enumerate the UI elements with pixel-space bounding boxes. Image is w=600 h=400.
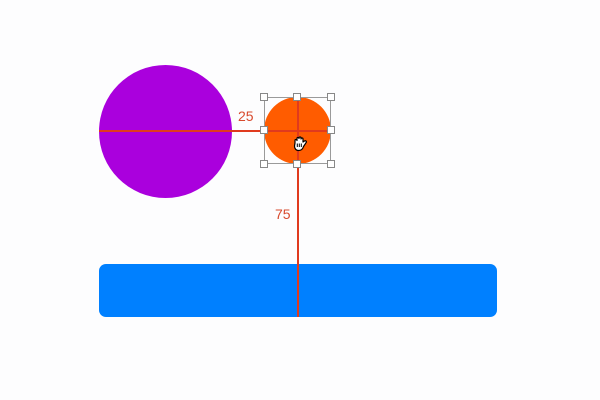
grab-hand-icon	[293, 136, 307, 152]
vertical-distance-guide	[297, 97, 299, 317]
resize-handle-top-left[interactable]	[260, 93, 268, 101]
resize-handle-bottom-right[interactable]	[327, 160, 335, 168]
resize-handle-right[interactable]	[327, 126, 335, 134]
vertical-distance-label: 75	[275, 206, 291, 222]
resize-handle-bottom[interactable]	[293, 160, 301, 168]
resize-handle-bottom-left[interactable]	[260, 160, 268, 168]
horizontal-distance-label: 25	[238, 108, 254, 124]
horizontal-distance-guide	[99, 130, 331, 132]
resize-handle-top-right[interactable]	[327, 93, 335, 101]
purple-circle-shape[interactable]	[99, 65, 232, 198]
resize-handle-top[interactable]	[293, 93, 301, 101]
resize-handle-left[interactable]	[260, 126, 268, 134]
